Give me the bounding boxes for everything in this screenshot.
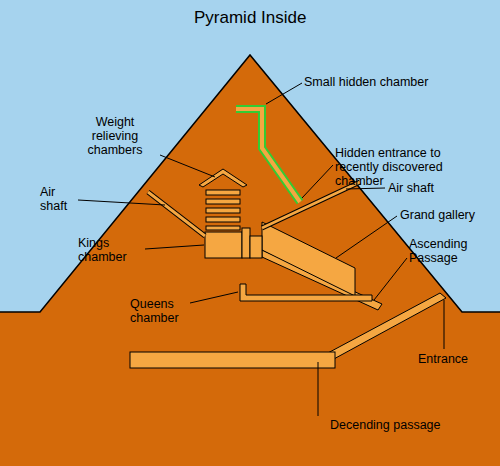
part-label: Ascending Passage: [409, 237, 489, 265]
diagram-title: Pyramid Inside: [194, 8, 306, 28]
part-label: Grand gallery: [400, 208, 475, 222]
part-label: Air shaft: [388, 181, 434, 195]
part-label: Air shaft: [40, 185, 80, 213]
part-label: Small hidden chamber: [304, 75, 428, 89]
part-label: Entrance: [418, 352, 468, 366]
part-label: Decending passage: [330, 418, 441, 432]
part-label: Weight relieving chambers: [72, 115, 158, 157]
part-label: Kings chamber: [78, 236, 144, 264]
part-label: Queens chamber: [130, 297, 188, 325]
